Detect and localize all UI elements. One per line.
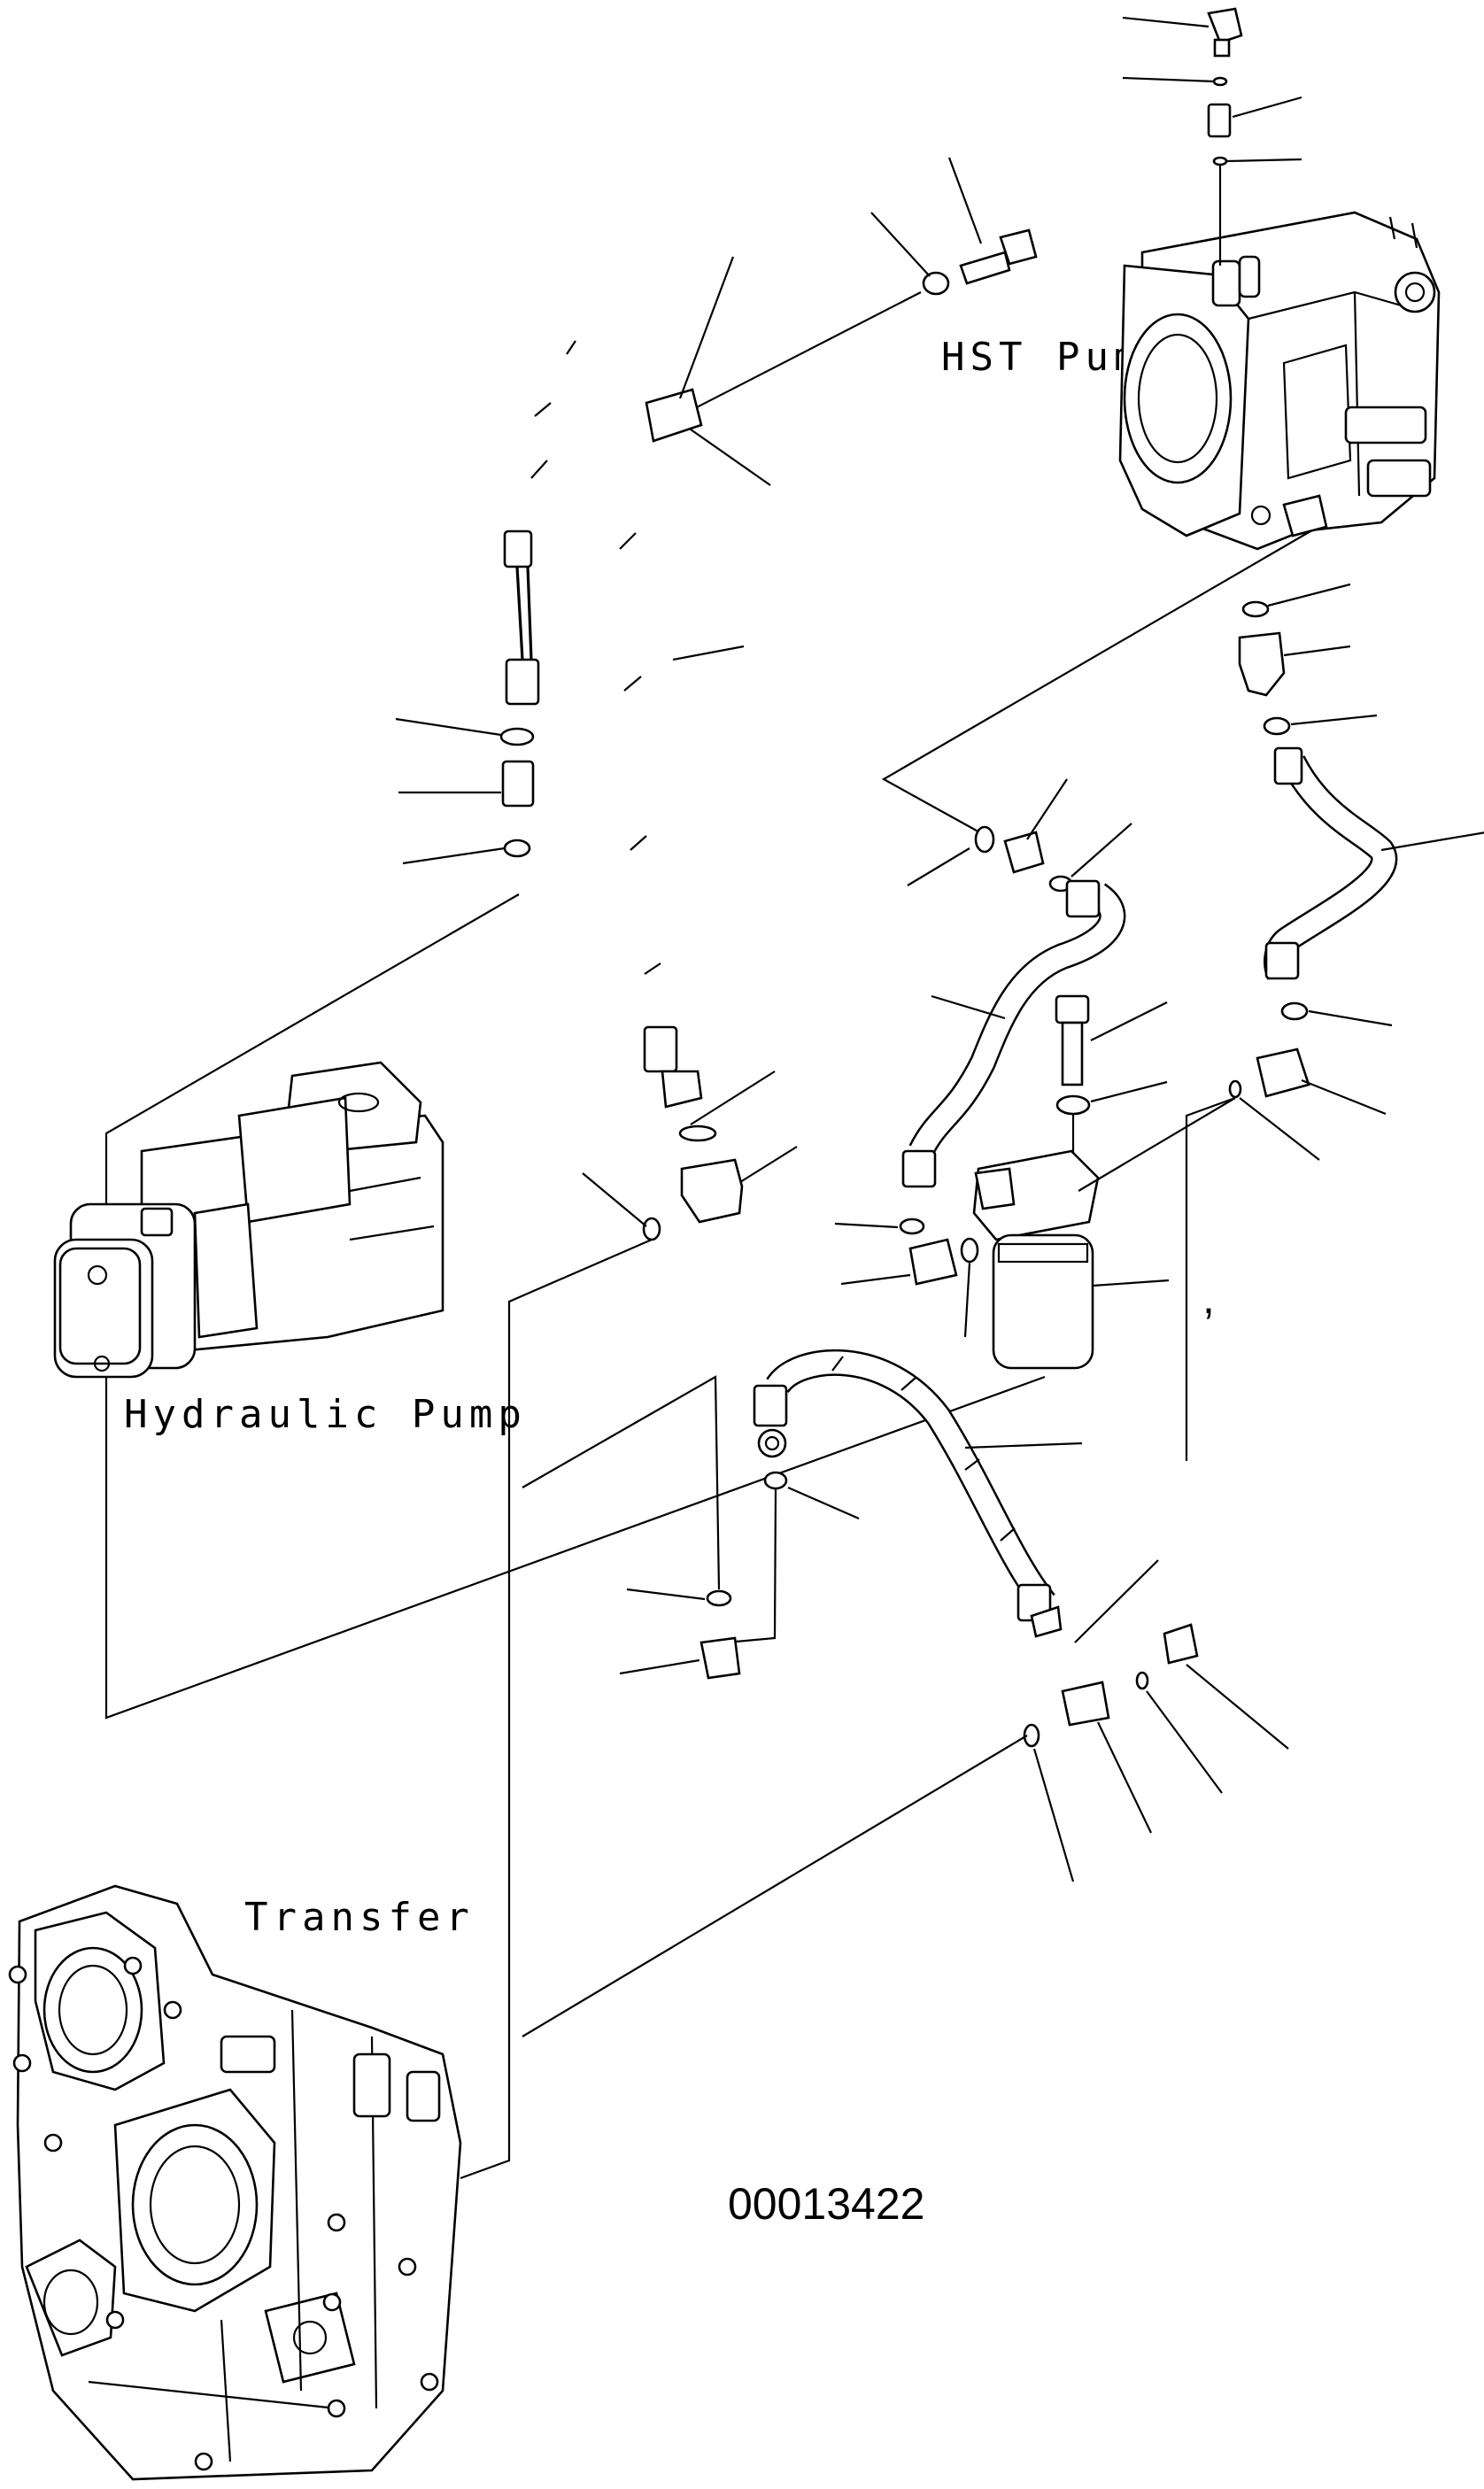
top-leaders (1122, 16, 1302, 163)
hst-top-fittings (1207, 7, 1243, 266)
hydraulic-pump (53, 1061, 444, 1379)
lower-center-fittings (522, 1375, 1289, 2037)
long-hose (499, 256, 771, 1109)
filter-hose (901, 778, 1168, 1188)
stray-mark: , (1202, 1273, 1215, 1323)
right-fittings (1185, 583, 1484, 1461)
left-fittings (104, 717, 1046, 1720)
hydraulic-pump-label: Hydraulic Pump (124, 1392, 527, 1437)
center-elbow (460, 1071, 798, 2180)
oil-filter (834, 1097, 1236, 1370)
transfer-label: Transfer (244, 1895, 475, 1940)
bolt-washer (661, 157, 1038, 426)
lower-hose (725, 1349, 1083, 1644)
transfer-case (8, 1884, 462, 2481)
hst-pump (1118, 211, 1441, 551)
drawing-number: 00013422 (728, 2179, 924, 2229)
cross-lines (881, 530, 1311, 886)
